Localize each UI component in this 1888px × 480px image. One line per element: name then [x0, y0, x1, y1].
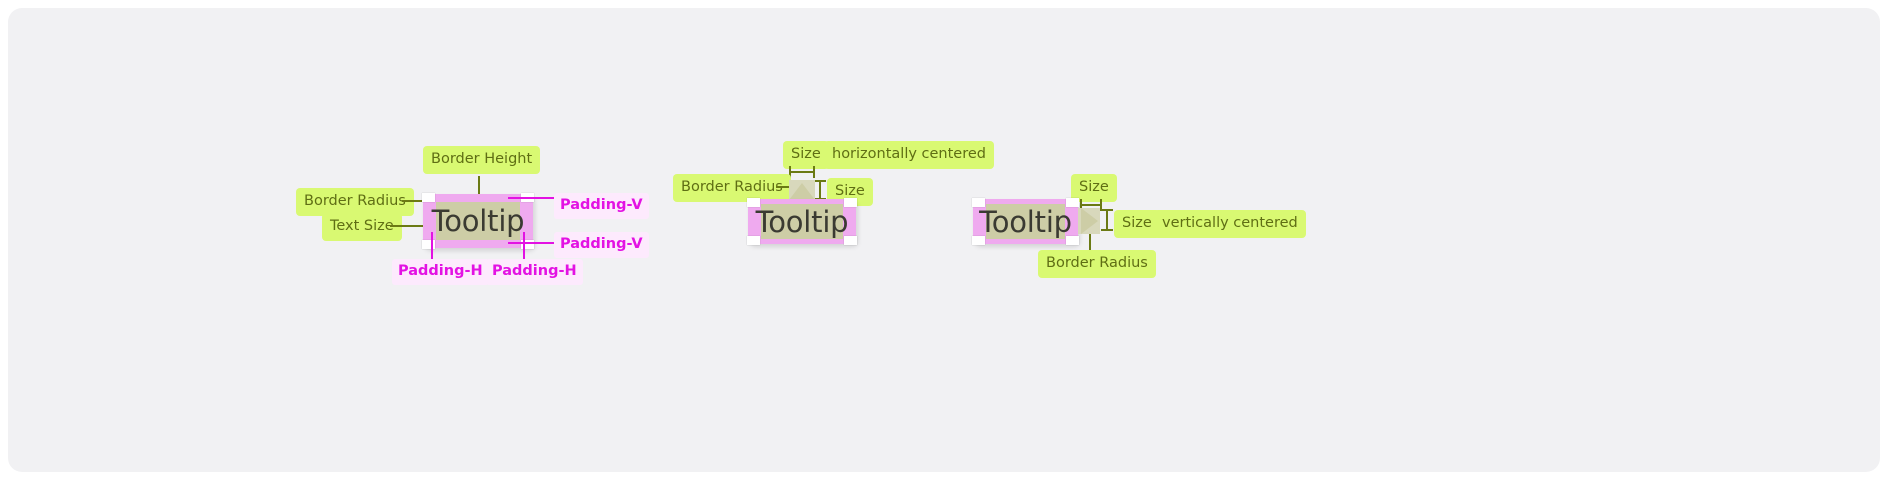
- padding-v-top-tick: [508, 197, 534, 199]
- tooltip-arrow-up: [789, 183, 815, 200]
- tooltip-box-arrow-right[interactable]: Tooltip: [972, 198, 1079, 245]
- leader-padding-v-top: [534, 197, 556, 199]
- label-text-size: Text Size: [322, 213, 402, 241]
- resize-handle-top-left[interactable]: [422, 193, 435, 202]
- tooltip-text-area: Tooltip: [431, 202, 525, 240]
- label-padding-v-bottom: Padding-V: [554, 232, 649, 258]
- tooltip-box-arrow-top[interactable]: Tooltip: [747, 198, 857, 245]
- tooltip-text-area-arrow-right: Tooltip: [979, 204, 1072, 239]
- resize-handle-bottom-left[interactable]: [747, 236, 760, 245]
- label-arrow-width-size-right: Size: [1071, 174, 1117, 202]
- diagram-tooltip-anatomy: Border Height Border Radius Text Size To…: [8, 8, 668, 288]
- leader-border-radius-arrow-top: [776, 186, 798, 188]
- leader-padding-h-left: [431, 248, 433, 260]
- leader-text-size: [390, 225, 438, 227]
- label-vertically-centered: vertically centered: [1154, 210, 1306, 238]
- leader-padding-h-right: [523, 248, 525, 260]
- label-border-radius-arrow-right: Border Radius: [1038, 250, 1156, 278]
- label-border-radius-arrow-top: Border Radius: [673, 174, 791, 202]
- leader-padding-v-bottom: [534, 242, 556, 244]
- resize-handle-bottom-left[interactable]: [422, 240, 435, 249]
- padding-h-right-tick: [523, 232, 525, 258]
- label-border-radius: Border Radius: [296, 188, 414, 216]
- design-annotation-canvas: Border Height Border Radius Text Size To…: [8, 8, 1880, 472]
- resize-handle-bottom-right[interactable]: [844, 236, 857, 245]
- label-padding-h-left: Padding-H: [392, 259, 489, 285]
- diagram-tooltip-arrow-right: Size Tooltip Size vertically centered Bo…: [8, 8, 1408, 308]
- label-horizontally-centered: horizontally centered: [824, 141, 994, 169]
- tooltip-arrow-right: [1081, 208, 1098, 234]
- resize-handle-top-right[interactable]: [1066, 198, 1079, 207]
- label-padding-v-top: Padding-V: [554, 193, 649, 219]
- resize-handle-bottom-right[interactable]: [1066, 236, 1079, 245]
- label-border-height: Border Height: [423, 146, 541, 174]
- diagram-tooltip-arrow-top: Size horizontally centered Border Radius…: [8, 8, 1008, 288]
- label-padding-h-right: Padding-H: [486, 259, 583, 285]
- caliper-arrow-height-right: [1101, 209, 1113, 231]
- leader-border-height: [478, 176, 480, 194]
- resize-handle-top-right[interactable]: [844, 198, 857, 207]
- resize-handle-top-left[interactable]: [747, 198, 760, 207]
- resize-handle-bottom-right[interactable]: [521, 240, 534, 249]
- resize-handle-bottom-left[interactable]: [972, 236, 985, 245]
- resize-handle-top-left[interactable]: [972, 198, 985, 207]
- padding-v-bottom-tick: [508, 242, 534, 244]
- padding-h-left-tick: [431, 232, 433, 258]
- label-arrow-height-size-right: Size: [1114, 210, 1160, 238]
- caliper-arrow-width: [789, 166, 815, 178]
- leader-border-radius-arrow-right: [1089, 234, 1091, 250]
- tooltip-text-area-arrow-top: Tooltip: [755, 204, 849, 239]
- caliper-arrow-width-right: [1080, 199, 1102, 211]
- leader-border-radius: [402, 200, 432, 202]
- label-arrow-width-size: Size: [783, 141, 829, 169]
